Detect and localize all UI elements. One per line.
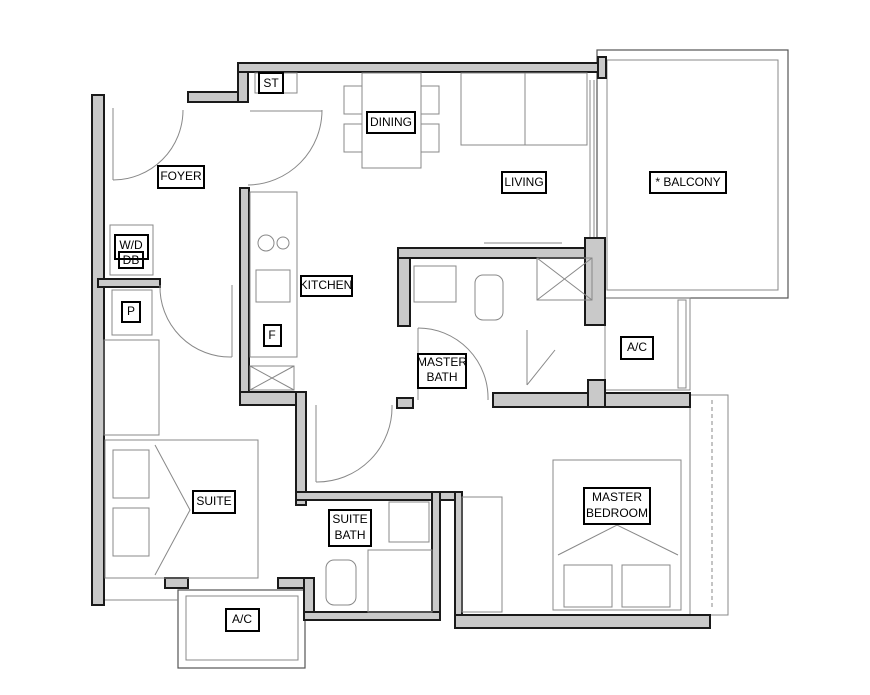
bedroom-window	[689, 394, 729, 616]
label-living: LIVING	[501, 171, 547, 194]
furniture	[103, 72, 682, 613]
svg-text:P: P	[127, 304, 135, 318]
svg-text:BEDROOM: BEDROOM	[586, 506, 648, 520]
label-dining: DINING	[366, 111, 416, 134]
label-st: ST	[258, 72, 284, 94]
doors	[112, 108, 556, 483]
walls	[91, 56, 711, 629]
svg-text:LIVING: LIVING	[504, 175, 543, 189]
svg-text:FOYER: FOYER	[160, 169, 202, 183]
label-kitchen: KITCHEN	[300, 275, 353, 297]
svg-text:W/D: W/D	[119, 238, 143, 252]
ac-ledge-bottom	[177, 589, 306, 669]
label-wd: W/D	[114, 234, 149, 260]
svg-text:ST: ST	[263, 76, 279, 90]
balcony-outline	[596, 49, 789, 299]
svg-text:MASTER: MASTER	[592, 490, 642, 504]
svg-text:DB: DB	[123, 253, 140, 267]
label-balcony: * BALCONY	[649, 171, 727, 194]
svg-text:BATH: BATH	[426, 370, 457, 384]
label-master-bedroom: MASTER BEDROOM	[583, 487, 651, 525]
svg-text:* BALCONY: * BALCONY	[655, 175, 720, 189]
svg-text:A/C: A/C	[627, 340, 647, 354]
label-foyer: FOYER	[157, 165, 205, 189]
svg-text:BATH: BATH	[334, 528, 365, 542]
window-lines	[104, 80, 595, 601]
label-ac-bottom: A/C	[225, 608, 260, 632]
label-suite-bath: SUITE BATH	[328, 509, 372, 547]
label-suite: SUITE	[192, 490, 236, 514]
svg-text:A/C: A/C	[232, 612, 252, 626]
svg-text:SUITE: SUITE	[196, 494, 231, 508]
svg-text:DINING: DINING	[370, 115, 412, 129]
ac-ledge-right	[604, 297, 691, 391]
label-ac-right: A/C	[620, 336, 654, 360]
svg-text:KITCHEN: KITCHEN	[300, 278, 353, 292]
svg-text:F: F	[268, 328, 275, 342]
svg-text:SUITE: SUITE	[332, 512, 367, 526]
label-p: P	[121, 301, 141, 323]
label-f: F	[263, 324, 282, 347]
svg-text:MASTER: MASTER	[417, 355, 467, 369]
